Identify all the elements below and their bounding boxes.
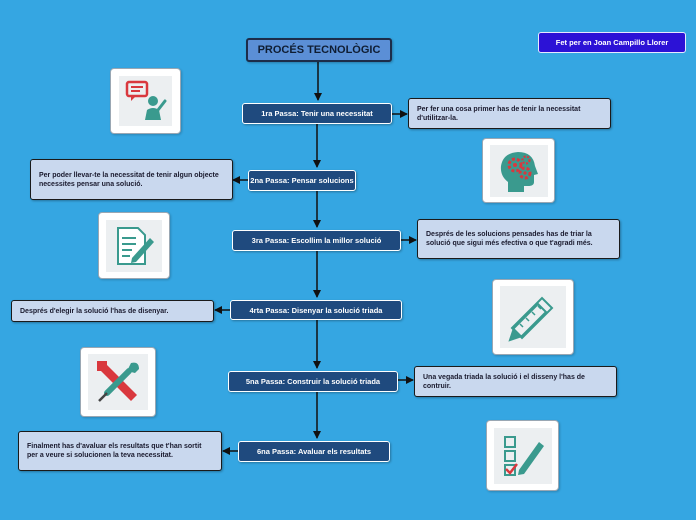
- diagram-title: PROCÉS TECNOLÒGIC: [246, 38, 392, 62]
- card-step-6: [486, 420, 559, 491]
- card-step-4: [492, 279, 574, 355]
- card-step-2: [482, 138, 555, 203]
- document-pencil-icon: [117, 226, 154, 265]
- note-step-6: Finalment has d'avaluar els resultats qu…: [18, 431, 222, 471]
- note-step-4: Després d'elegir la solució l'has de dis…: [11, 300, 214, 322]
- step-2[interactable]: 2na Passa: Pensar solucions: [248, 170, 356, 191]
- card-step-3: [98, 212, 170, 279]
- presenter-speech-icon: [125, 80, 166, 120]
- note-step-1: Per fer una cosa primer has de tenir la …: [408, 98, 611, 129]
- head-gears-icon: [500, 151, 538, 192]
- author-badge: Fet per en Joan Campillo Llorer: [538, 32, 686, 53]
- ruler-pencil-icon: [508, 296, 554, 342]
- note-step-5: Una vegada triada la solució i el dissen…: [414, 366, 617, 397]
- note-step-3: Després de les solucions pensades has de…: [417, 219, 620, 259]
- note-step-2: Per poder llevar-te la necessitat de ten…: [30, 159, 233, 200]
- tools-icon: [97, 361, 139, 402]
- checklist-pen-icon: [503, 435, 544, 476]
- step-6[interactable]: 6na Passa: Avaluar els resultats: [238, 441, 390, 462]
- card-step-1: [110, 68, 181, 134]
- step-5[interactable]: 5na Passa: Construir la solució triada: [228, 371, 398, 392]
- card-step-5: [80, 347, 156, 417]
- step-1[interactable]: 1ra Passa: Tenir una necessitat: [242, 103, 392, 124]
- step-3[interactable]: 3ra Passa: Escollim la millor solució: [232, 230, 401, 251]
- step-4[interactable]: 4rta Passa: Disenyar la solució triada: [230, 300, 402, 320]
